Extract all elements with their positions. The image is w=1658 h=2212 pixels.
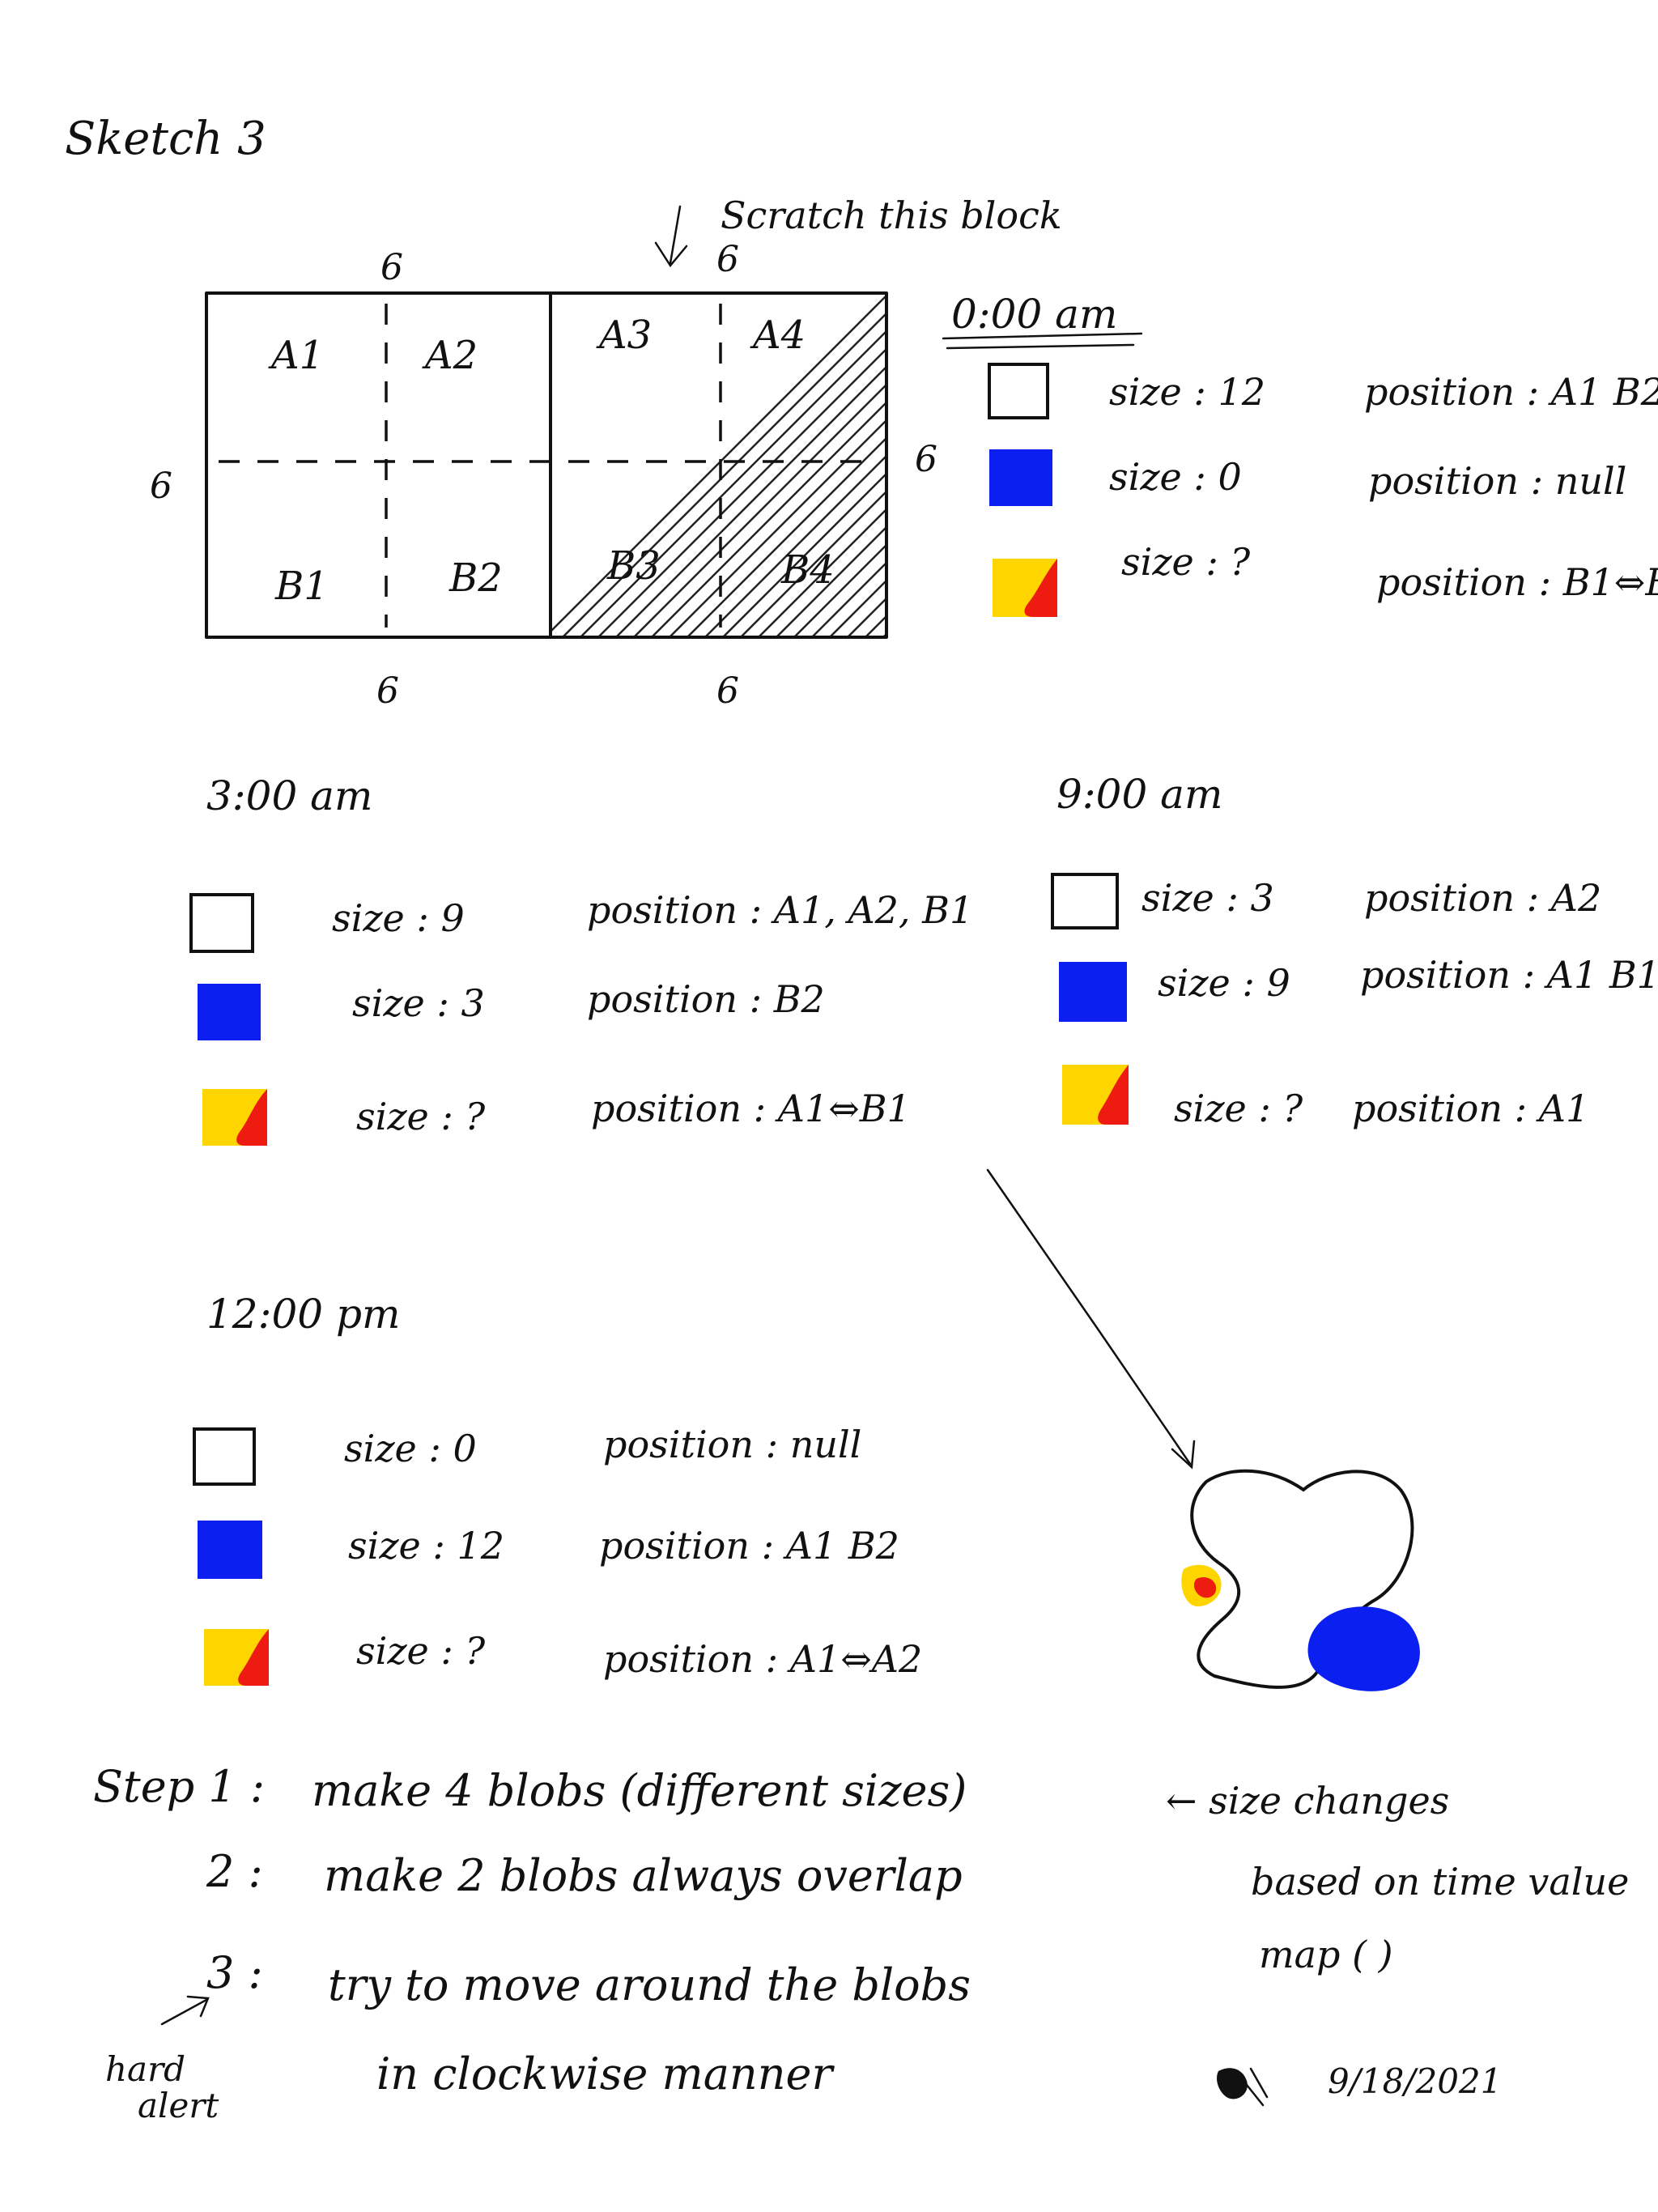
size-label: size : 3 bbox=[1141, 876, 1274, 920]
blue-square-icon bbox=[989, 449, 1052, 506]
position-label: position : A2 bbox=[1364, 876, 1601, 920]
yellow-red-square-icon bbox=[993, 559, 1057, 617]
white-square-icon bbox=[193, 1427, 256, 1486]
state-time: 9:00 am bbox=[1056, 771, 1222, 818]
white-square-icon bbox=[1051, 873, 1119, 929]
position-label: position : A1 B2 bbox=[1364, 370, 1658, 414]
cell-b3: B3 bbox=[606, 543, 661, 589]
blue-square-icon bbox=[198, 1521, 262, 1579]
hatch-line bbox=[793, 543, 886, 637]
hatch-line bbox=[721, 472, 886, 637]
yellow-red-square-icon bbox=[202, 1089, 267, 1146]
size-label: size : 0 bbox=[344, 1427, 477, 1470]
dim-bottom-left: 6 bbox=[376, 670, 399, 712]
hatch-line bbox=[739, 490, 886, 637]
size-label: size : ? bbox=[1174, 1087, 1303, 1130]
hatch-line bbox=[579, 330, 886, 637]
blue-square-icon bbox=[198, 984, 261, 1040]
step-label: 2 : bbox=[206, 1846, 263, 1897]
yellow-red-square-icon bbox=[204, 1629, 269, 1686]
size-label: size : ? bbox=[1121, 540, 1251, 584]
step-label: 3 : bbox=[206, 1947, 263, 1998]
hard-alert: hard alert bbox=[105, 1995, 219, 2125]
scratch-note: Scratch this block bbox=[721, 194, 1062, 237]
hard-alert-line: alert bbox=[138, 2086, 219, 2125]
hatch-line bbox=[614, 365, 886, 637]
size-label: size : 3 bbox=[352, 981, 485, 1025]
size-label: size : 0 bbox=[1109, 455, 1242, 499]
state-time: 0:00 am bbox=[951, 291, 1117, 338]
position-label: position : A1⇔B1 bbox=[591, 1087, 911, 1130]
cell-a1: A1 bbox=[268, 333, 324, 378]
position-label: position : B1⇔B2 bbox=[1376, 560, 1658, 604]
dim-top-right: 6 bbox=[716, 239, 739, 280]
scratch-arrow-icon bbox=[654, 205, 688, 268]
size-label: size : ? bbox=[356, 1629, 486, 1673]
position-label: position : A1⇔A2 bbox=[603, 1637, 922, 1681]
cell-b1: B1 bbox=[274, 564, 329, 609]
state-0300: 3:00 am size : 9 size : 3 size : ? posit… bbox=[189, 772, 973, 1146]
state-0000: 0:00 am size : 12 size : 0 size : ? posi… bbox=[942, 291, 1658, 617]
position-label: position : A1, A2, B1 bbox=[587, 888, 973, 932]
small-arrow-icon bbox=[160, 1995, 210, 2026]
side-note: ← size changes based on time value map (… bbox=[1166, 1779, 1629, 1976]
side-note-line: ← size changes bbox=[1166, 1779, 1449, 1823]
dim-top-left: 6 bbox=[380, 247, 403, 288]
steps: Step 1 : make 4 blobs (different sizes) … bbox=[93, 1761, 971, 2099]
position-label: position : A1 bbox=[1352, 1087, 1589, 1130]
hatch-line bbox=[686, 436, 886, 637]
position-label: position : A1 B2 bbox=[599, 1524, 899, 1568]
sketch-title: Sketch 3 bbox=[65, 113, 266, 165]
state-1200: 12:00 pm size : 0 size : 12 size : ? pos… bbox=[193, 1291, 922, 1686]
position-label: position : A1 B1 B2 bbox=[1360, 953, 1658, 997]
hatch-line bbox=[650, 401, 886, 637]
dim-right: 6 bbox=[915, 439, 937, 480]
dim-bottom-right: 6 bbox=[716, 670, 739, 712]
blue-blob bbox=[1307, 1606, 1420, 1691]
state-time: 3:00 am bbox=[206, 772, 372, 819]
blue-square-icon bbox=[1059, 962, 1127, 1022]
size-label: size : ? bbox=[356, 1095, 486, 1138]
size-label: size : 9 bbox=[1158, 961, 1290, 1005]
cell-b4: B4 bbox=[780, 547, 835, 593]
hatch-line bbox=[810, 561, 886, 637]
hatch-line bbox=[704, 454, 886, 637]
step-text: make 2 blobs always overlap bbox=[324, 1850, 963, 1901]
white-square-icon bbox=[988, 363, 1049, 419]
date-label: 9/18/2021 bbox=[1328, 2061, 1502, 2101]
cell-a3: A3 bbox=[596, 313, 652, 358]
state-0900: 9:00 am size : 3 size : 9 size : ? posit… bbox=[1051, 771, 1658, 1130]
hatch-line bbox=[757, 508, 886, 637]
state-time: 12:00 pm bbox=[206, 1291, 400, 1338]
step-text: make 4 blobs (different sizes) bbox=[312, 1765, 967, 1816]
signature-mark bbox=[1217, 2067, 1269, 2107]
step-label: Step 1 : bbox=[93, 1761, 265, 1812]
size-label: size : 12 bbox=[1109, 370, 1265, 414]
white-square-icon bbox=[189, 893, 254, 953]
cell-a2: A2 bbox=[422, 333, 478, 378]
red-blob bbox=[1193, 1576, 1217, 1598]
step-text: try to move around the blobs bbox=[328, 1959, 971, 2010]
cell-a4: A4 bbox=[750, 313, 806, 358]
position-label: position : null bbox=[603, 1423, 861, 1466]
dim-left: 6 bbox=[150, 466, 172, 507]
cell-b2: B2 bbox=[449, 555, 503, 601]
grid-block: A1 A2 A3 A4 B1 B2 B3 B4 bbox=[205, 291, 888, 639]
long-arrow-icon bbox=[986, 1168, 1196, 1470]
step-text: in clockwise manner bbox=[376, 2048, 835, 2099]
blob-drawing bbox=[1181, 1469, 1420, 1691]
side-note-line: map ( ) bbox=[1259, 1933, 1393, 1976]
position-label: position : null bbox=[1368, 459, 1626, 503]
size-label: size : 9 bbox=[332, 896, 465, 940]
yellow-red-square-icon bbox=[1062, 1065, 1129, 1125]
position-label: position : B2 bbox=[587, 977, 825, 1021]
hatch-line bbox=[828, 579, 886, 637]
side-note-line: based on time value bbox=[1251, 1860, 1629, 1904]
hatch-line bbox=[775, 525, 886, 637]
hard-alert-line: hard bbox=[105, 2049, 185, 2089]
size-label: size : 12 bbox=[348, 1524, 504, 1568]
